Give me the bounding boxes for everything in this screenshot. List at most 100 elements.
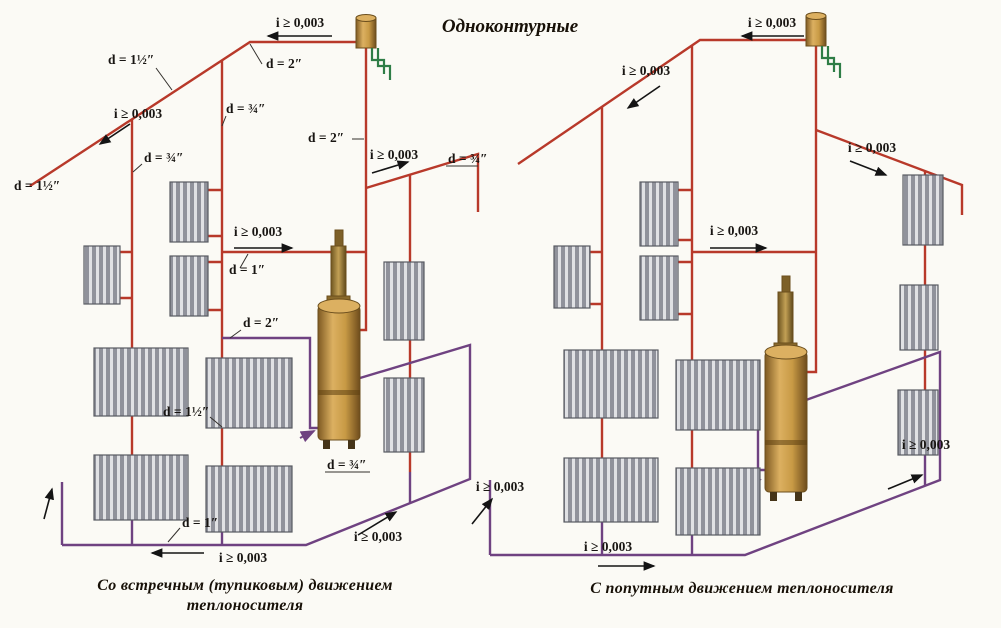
boiler-band bbox=[318, 390, 360, 395]
caption-line: теплоносителя bbox=[187, 597, 304, 614]
tank-body bbox=[805, 15, 827, 47]
boiler-body bbox=[317, 305, 361, 441]
radiator bbox=[639, 181, 679, 247]
labels-right: i ≥ 0,003 i ≥ 0,003 i ≥ 0,003 i ≥ 0,003 … bbox=[476, 15, 951, 554]
tank-top bbox=[805, 12, 827, 20]
pipe bbox=[490, 350, 942, 557]
radiator bbox=[563, 349, 659, 419]
pipe bbox=[805, 46, 818, 374]
boiler-top bbox=[764, 344, 808, 360]
caption-line: Со встречным (тупиковым) движением bbox=[97, 577, 393, 594]
boiler-top bbox=[317, 298, 361, 314]
radiator bbox=[169, 181, 209, 243]
radiators-right bbox=[553, 174, 944, 536]
boiler-leg bbox=[795, 492, 802, 501]
diameter-label: d = 1″ bbox=[182, 515, 218, 530]
radiator bbox=[563, 457, 659, 523]
slope-label: i ≥ 0,003 bbox=[748, 15, 797, 30]
tank-body bbox=[355, 17, 377, 49]
radiator bbox=[675, 467, 761, 536]
diameter-label: d = 1″ bbox=[229, 262, 265, 277]
boiler-body bbox=[764, 351, 808, 493]
flow-arrow bbox=[471, 497, 493, 525]
slope-label: i ≥ 0,003 bbox=[219, 550, 268, 565]
diameter-label: d = 2″ bbox=[266, 56, 302, 71]
slope-label: i ≥ 0,003 bbox=[354, 529, 403, 544]
expansion-tank bbox=[355, 14, 377, 49]
slope-label: i ≥ 0,003 bbox=[902, 437, 951, 452]
chimney-tip bbox=[334, 229, 344, 249]
flow-arrow bbox=[357, 511, 398, 536]
radiator bbox=[205, 465, 293, 533]
diameter-label: d = ¾″ bbox=[327, 457, 367, 472]
diameter-label: d = ¾″ bbox=[226, 101, 266, 116]
boiler-band bbox=[765, 440, 807, 445]
boiler-leg bbox=[323, 440, 330, 449]
right-diagram-caption: С попутным движением теплоносителя bbox=[590, 580, 893, 597]
flow-arrow bbox=[849, 160, 888, 176]
flow-arrows bbox=[43, 31, 924, 571]
slope-label: i ≥ 0,003 bbox=[234, 224, 283, 239]
left-diagram-caption: Со встречным (тупиковым) движением тепло… bbox=[97, 577, 393, 614]
boiler bbox=[764, 275, 808, 501]
radiator bbox=[902, 174, 944, 246]
flow-arrow bbox=[371, 160, 410, 174]
slope-label: i ≥ 0,003 bbox=[584, 539, 633, 554]
pipe bbox=[517, 38, 816, 165]
tank-top bbox=[355, 14, 377, 22]
slope-label: i ≥ 0,003 bbox=[370, 147, 419, 162]
pipe bbox=[62, 343, 472, 547]
slope-label: i ≥ 0,003 bbox=[114, 106, 163, 121]
pipe bbox=[29, 40, 366, 188]
slope-label: i ≥ 0,003 bbox=[710, 223, 759, 238]
diameter-label: d = 1½″ bbox=[14, 178, 60, 193]
slope-label: i ≥ 0,003 bbox=[848, 140, 897, 155]
tank-overflow-pipes bbox=[820, 46, 842, 78]
pipe bbox=[360, 46, 368, 332]
labels-left: i ≥ 0,003 d = 2″ d = 1½″ d = ¾″ i ≥ 0,00… bbox=[14, 15, 488, 565]
return-pipes-left bbox=[60, 336, 472, 547]
boiler bbox=[317, 229, 361, 449]
supply-pipes-right bbox=[517, 38, 964, 468]
radiator bbox=[899, 284, 939, 351]
radiator bbox=[205, 357, 293, 429]
diameter-label: d = 2″ bbox=[308, 130, 344, 145]
slope-label: i ≥ 0,003 bbox=[276, 15, 325, 30]
flow-into-boiler-arrow bbox=[299, 430, 316, 443]
expansion-tank bbox=[805, 12, 827, 47]
radiator-stubs bbox=[590, 188, 692, 316]
tank-overflow-pipes bbox=[370, 48, 392, 80]
diameter-label: d = ¾″ bbox=[448, 151, 488, 166]
slope-label: i ≥ 0,003 bbox=[622, 63, 671, 78]
radiator bbox=[553, 245, 591, 309]
boiler-leg bbox=[348, 440, 355, 449]
flow-arrow bbox=[98, 123, 131, 145]
radiator-stubs bbox=[120, 188, 222, 312]
chimney-tip bbox=[781, 275, 791, 295]
diameter-label: d = 1½″ bbox=[163, 404, 209, 419]
flow-arrow bbox=[626, 85, 661, 109]
slope-label: i ≥ 0,003 bbox=[476, 479, 525, 494]
diameter-label: d = 1½″ bbox=[108, 52, 154, 67]
diameter-label: d = 2″ bbox=[243, 315, 279, 330]
radiator bbox=[93, 347, 189, 417]
radiator bbox=[675, 359, 761, 431]
radiator bbox=[383, 377, 425, 453]
label-leader-lines bbox=[132, 43, 478, 543]
pipe bbox=[365, 152, 480, 212]
pipe bbox=[815, 128, 964, 215]
radiator bbox=[169, 255, 209, 317]
radiator bbox=[897, 389, 939, 456]
radiator bbox=[383, 261, 425, 341]
pipe bbox=[222, 336, 318, 430]
radiator bbox=[93, 454, 189, 521]
boiler-leg bbox=[770, 492, 777, 501]
radiator bbox=[83, 245, 121, 305]
radiator bbox=[639, 255, 679, 321]
flow-arrow bbox=[887, 474, 924, 490]
flow-arrow bbox=[43, 487, 54, 520]
radiators-left bbox=[83, 181, 425, 533]
diagram-title: Одноконтурные bbox=[442, 16, 579, 37]
